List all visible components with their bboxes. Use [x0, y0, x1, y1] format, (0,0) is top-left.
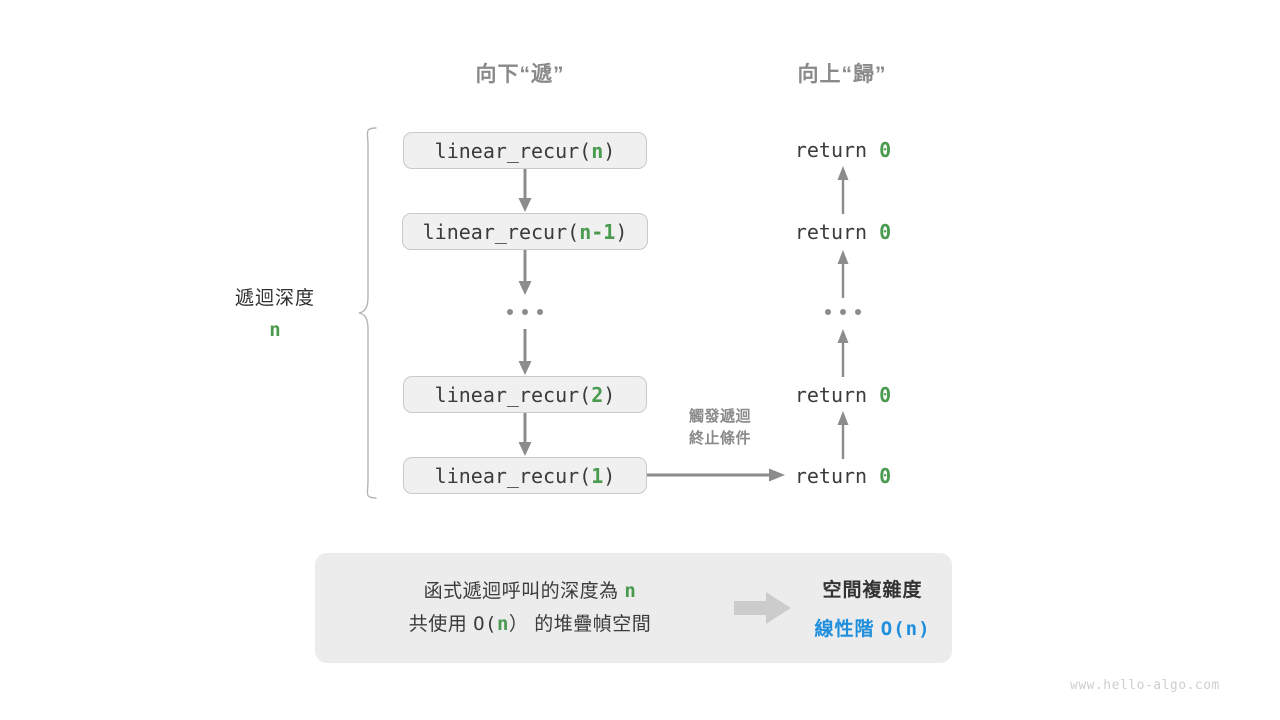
call-box-1[interactable]: linear_recur(1) [403, 457, 647, 494]
annotation-line-2: 終止條件 [688, 429, 751, 447]
summary-left: 函式遞迴呼叫的深度為 n 共使用 O(n） 的堆疊幀空間 [315, 575, 715, 642]
annotation-line-1: 觸發遞迴 [688, 408, 751, 425]
return-keyword: return [794, 383, 868, 407]
summary-panel: 函式遞迴呼叫的深度為 n 共使用 O(n） 的堆疊幀空間 空間複雜度 線性階 O… [315, 553, 952, 663]
call-arg: n [591, 138, 604, 163]
call-prefix: linear_recur( [434, 382, 592, 407]
up-arrow-1 [837, 166, 849, 214]
right-block-arrow-icon [734, 592, 791, 624]
call-stack-ellipsis [507, 309, 543, 315]
call-prefix: linear_recur( [434, 463, 592, 488]
summary-line-2-var: n [496, 613, 509, 635]
call-prefix: linear_recur( [434, 138, 592, 163]
call-box-n[interactable]: linear_recur(n) [403, 132, 647, 169]
heading-recursion-up: 向上“歸” [797, 63, 887, 86]
summary-line-1-text: 函式遞迴呼叫的深度為 [423, 580, 625, 602]
return-value: 0 [879, 464, 892, 488]
recursion-depth-value: n [269, 319, 281, 341]
return-ellipsis [825, 309, 861, 315]
return-keyword: return [794, 464, 868, 488]
call-suffix: ) [603, 138, 616, 163]
up-arrow-2 [837, 250, 849, 298]
dot [855, 309, 861, 315]
up-arrow-3 [837, 329, 849, 377]
call-arg: n-1 [579, 219, 616, 244]
call-box-n-minus-1[interactable]: linear_recur(n-1) [402, 213, 648, 250]
return-value: 0 [879, 220, 892, 244]
down-arrow-3 [518, 329, 532, 375]
dot [840, 309, 846, 315]
summary-line-2: 共使用 O(n） 的堆疊幀空間 [345, 608, 715, 641]
recursion-depth-label: 遞迴深度 n [185, 283, 365, 341]
call-suffix: ) [603, 463, 616, 488]
terminal-condition-annotation: 觸發遞迴 終止條件 [645, 406, 795, 450]
down-arrow-2 [518, 250, 532, 295]
return-label-4: return 0 [763, 464, 923, 488]
summary-line-1: 函式遞迴呼叫的深度為 n [345, 575, 715, 608]
summary-line-2-tail: 的堆疊幀空間 [528, 614, 652, 635]
terminal-condition-arrow [647, 468, 785, 482]
dot [537, 309, 543, 315]
summary-complexity-value: 線性階 O(n) [811, 614, 934, 641]
return-value: 0 [879, 383, 892, 407]
return-value: 0 [879, 138, 892, 162]
return-keyword: return [794, 138, 868, 162]
dot [522, 309, 528, 315]
return-label-3: return 0 [763, 383, 923, 407]
return-keyword: return [794, 220, 868, 244]
call-suffix: ) [615, 219, 628, 244]
dot [825, 309, 831, 315]
summary-arrow-wrap [715, 591, 811, 625]
recursion-depth-brace [358, 127, 377, 499]
down-arrow-4 [518, 413, 532, 456]
dot [507, 309, 513, 315]
summary-complexity-notation: O(n) [880, 618, 931, 640]
summary-line-2-mono-close: ） [508, 614, 529, 635]
summary-complexity-order: 線性階 [814, 619, 875, 640]
summary-line-2-mono-open: O( [473, 613, 497, 635]
return-label-1: return 0 [763, 138, 923, 162]
heading-recursion-down: 向下“遞” [475, 63, 565, 86]
call-arg: 2 [591, 382, 604, 407]
return-label-2: return 0 [763, 220, 923, 244]
call-suffix: ) [603, 382, 616, 407]
summary-line-2-text: 共使用 [408, 614, 474, 635]
summary-right: 空間複雜度 線性階 O(n) [811, 575, 952, 641]
call-arg: 1 [591, 463, 604, 488]
recursion-depth-text: 遞迴深度 [234, 288, 315, 309]
call-prefix: linear_recur( [422, 219, 580, 244]
summary-line-1-var: n [624, 579, 637, 602]
summary-complexity-title: 空間複雜度 [822, 580, 923, 601]
down-arrow-1 [518, 169, 532, 212]
watermark: www.hello-algo.com [1070, 678, 1220, 693]
up-arrow-4 [837, 411, 849, 459]
call-box-2[interactable]: linear_recur(2) [403, 376, 647, 413]
